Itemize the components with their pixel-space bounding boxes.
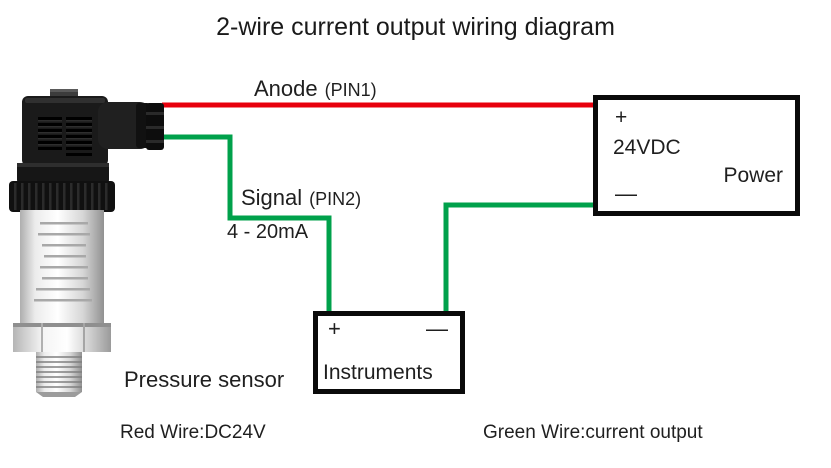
power-voltage: 24VDC (613, 136, 681, 159)
pressure-sensor-label: Pressure sensor (124, 367, 285, 392)
instruments-label: Instruments (323, 361, 433, 384)
diagram-title: 2-wire current output wiring diagram (216, 13, 615, 41)
pressure-sensor-image (9, 89, 164, 397)
red-wire-note: Red Wire:DC24V (120, 422, 266, 443)
signal-pin: (PIN2) (309, 189, 362, 209)
current-range-label: 4 - 20mA (227, 221, 309, 243)
power-minus-terminal: — (615, 181, 637, 206)
anode-pin: (PIN1) (324, 80, 377, 100)
power-label: Power (723, 164, 783, 187)
instruments-plus-terminal: + (328, 316, 341, 341)
anode-name: Anode (254, 76, 318, 101)
instruments-minus-terminal: — (426, 316, 448, 341)
green-wire-signal (162, 134, 332, 313)
power-plus-terminal: + (615, 106, 628, 129)
green-wire-link (443, 202, 596, 313)
power-box: + 24VDC Power — (593, 95, 800, 216)
anode-label: Anode (PIN1) (254, 76, 377, 102)
green-wire-note: Green Wire:current output (483, 422, 703, 443)
signal-name: Signal (241, 185, 303, 210)
instruments-box: + — Instruments (313, 311, 465, 394)
signal-label: Signal (PIN2) (241, 185, 361, 211)
